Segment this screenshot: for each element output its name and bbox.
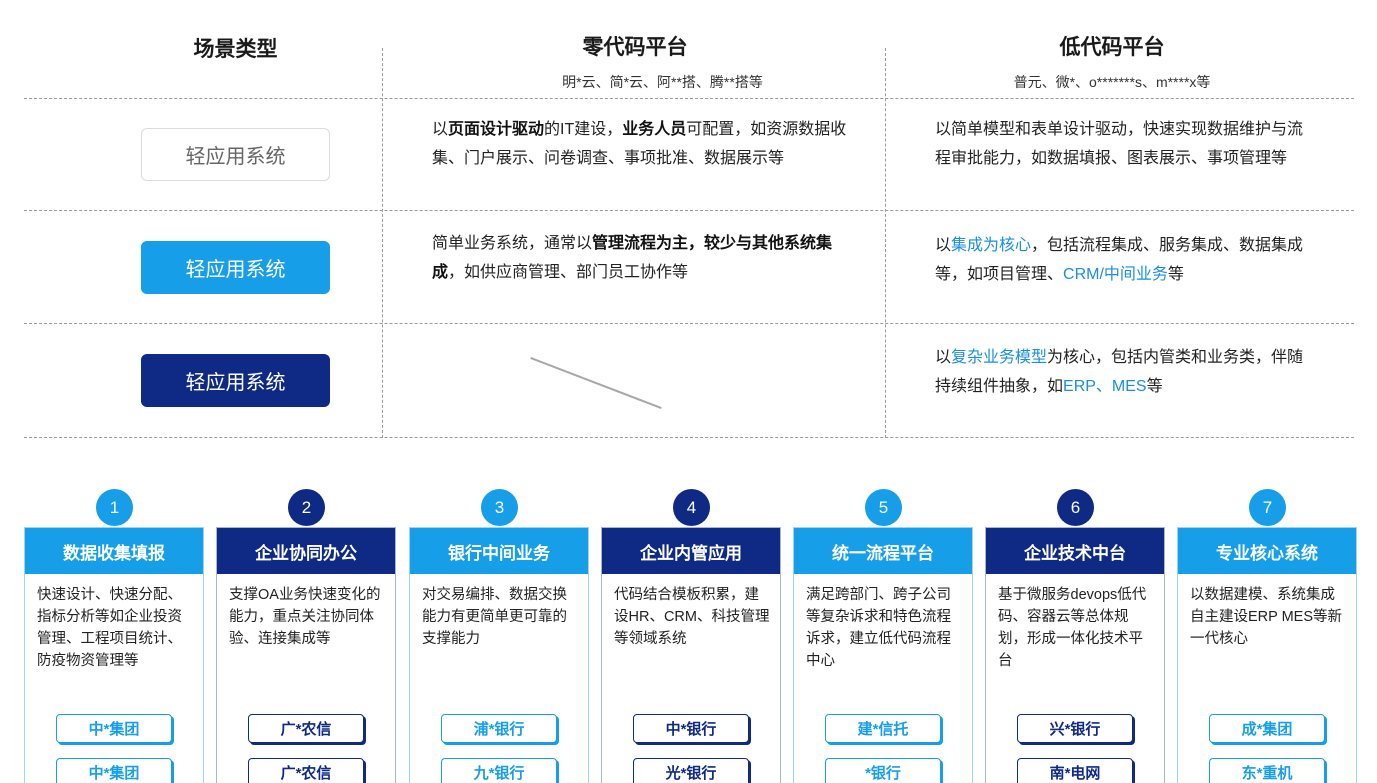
- row-divider: [24, 210, 1354, 211]
- scene-light-app-2: 轻应用系统: [141, 241, 330, 294]
- use-case-card: 数据收集填报快速设计、快速分配、指标分析等如企业投资管理、工程项目统计、防疫物资…: [24, 527, 204, 783]
- text-segment: ，如供应商管理、部门员工协作等: [448, 264, 689, 281]
- step-number-badge: 5: [865, 489, 902, 526]
- step-number-badge: 2: [288, 489, 325, 526]
- scene-light-app-1: 轻应用系统: [141, 128, 330, 181]
- text-segment: 等: [1167, 266, 1184, 283]
- row-divider: [24, 323, 1354, 324]
- text-segment: 为核心，包括内管类和业务类，伴随持续组件抽象，如: [935, 349, 1304, 395]
- client-tag: 中*集团: [56, 714, 172, 743]
- low-code-heading: 低代码平台: [1059, 36, 1165, 59]
- client-tag: 广*农信: [248, 758, 364, 783]
- use-case-card: 银行中间业务对交易编排、数据交换能力有更简单更可靠的支撑能力浦*银行九*银行: [409, 527, 589, 783]
- client-tag: 建*信托: [825, 714, 941, 743]
- text-segment: 以简单模型和表单设计驱动，快速实现数据维护与流程审批能力，如数据填报、图表展示、…: [935, 121, 1304, 167]
- row-divider: [24, 98, 1354, 99]
- card-description: 基于微服务devops低代码、容器云等总体规划，形成一体化技术平台: [998, 587, 1147, 669]
- use-case-card: 企业技术中台基于微服务devops低代码、容器云等总体规划，形成一体化技术平台兴…: [985, 527, 1165, 783]
- client-tag: 光*银行: [633, 758, 749, 783]
- step-number-badge: 1: [96, 489, 133, 526]
- text-segment: 可配置，如资源数据收集、门户展示、问卷调查、事项批准、数据展示等: [432, 121, 847, 167]
- card-title: 银行中间业务: [410, 528, 588, 574]
- step-number-badge: 3: [481, 489, 518, 526]
- zero-code-heading: 零代码平台: [582, 36, 688, 59]
- text-segment: 以: [935, 237, 952, 254]
- row1-zero-code-text: 以页面设计驱动的IT建设，业务人员可配置，如资源数据收集、门户展示、问卷调查、事…: [432, 115, 870, 173]
- client-tag: 南*电网: [1017, 758, 1133, 783]
- text-segment: 业务人员: [622, 121, 687, 138]
- client-tag: *银行: [825, 758, 941, 783]
- row3-low-code-text: 以复杂业务模型为核心，包括内管类和业务类，伴随持续组件抽象，如ERP、MES等: [935, 343, 1305, 401]
- scene-type-heading: 场景类型: [193, 38, 278, 61]
- card-description: 快速设计、快速分配、指标分析等如企业投资管理、工程项目统计、防疫物资管理等: [37, 587, 182, 669]
- row2-low-code-text: 以集成为核心，包括流程集成、服务集成、数据集成等，如项目管理、CRM/中间业务等: [935, 231, 1310, 289]
- card-title: 统一流程平台: [794, 528, 972, 574]
- zero-code-examples: 明*云、简*云、阿**搭、腾**搭等: [562, 74, 763, 90]
- row1-low-code-text: 以简单模型和表单设计驱动，快速实现数据维护与流程审批能力，如数据填报、图表展示、…: [935, 115, 1305, 173]
- text-segment: 页面设计驱动: [448, 121, 545, 138]
- use-case-card: 统一流程平台满足跨部门、跨子公司等复杂诉求和特色流程诉求，建立低代码流程中心建*…: [793, 527, 973, 783]
- not-applicable-slash: [530, 357, 662, 410]
- text-segment: 的IT建设，: [544, 121, 623, 138]
- column-divider: [382, 48, 383, 438]
- text-segment: 复杂业务模型: [951, 349, 1048, 366]
- client-tag: 东*重机: [1209, 758, 1325, 783]
- column-divider: [885, 48, 886, 438]
- step-number-badge: 4: [673, 489, 710, 526]
- text-segment: 简单业务系统，通常以: [432, 235, 593, 252]
- use-case-card: 企业协同办公支撑OA业务快速变化的能力，重点关注协同体验、连接集成等广*农信广*…: [216, 527, 396, 783]
- use-case-card: 专业核心系统以数据建模、系统集成自主建设ERP MES等新一代核心成*集团东*重…: [1177, 527, 1357, 783]
- text-segment: ，包括流程集成、服务集成、数据集成等，如项目管理、: [935, 237, 1304, 283]
- card-title: 数据收集填报: [25, 528, 203, 574]
- row-divider: [24, 437, 1354, 438]
- text-segment: 集成为核心: [951, 237, 1032, 254]
- text-segment: 以: [432, 121, 449, 138]
- client-tag: 成*集团: [1209, 714, 1325, 743]
- client-tag: 广*农信: [248, 714, 364, 743]
- card-title: 企业协同办公: [217, 528, 395, 574]
- card-description: 支撑OA业务快速变化的能力，重点关注协同体验、连接集成等: [229, 587, 381, 647]
- low-code-examples: 普元、微*、o*******s、m****x等: [1013, 74, 1211, 90]
- card-title: 企业内管应用: [602, 528, 780, 574]
- card-description: 代码结合模板积累，建设HR、CRM、科技管理等领域系统: [614, 587, 770, 647]
- step-number-badge: 7: [1249, 489, 1286, 526]
- card-title: 企业技术中台: [986, 528, 1164, 574]
- use-case-card: 企业内管应用代码结合模板积累，建设HR、CRM、科技管理等领域系统中*银行光*银…: [601, 527, 781, 783]
- client-tag: 兴*银行: [1017, 714, 1133, 743]
- text-segment: CRM/中间业务: [1063, 266, 1168, 283]
- card-description: 以数据建模、系统集成自主建设ERP MES等新一代核心: [1190, 587, 1343, 647]
- client-tag: 中*集团: [56, 758, 172, 783]
- card-description: 满足跨部门、跨子公司等复杂诉求和特色流程诉求，建立低代码流程中心: [806, 587, 951, 669]
- client-tag: 中*银行: [633, 714, 749, 743]
- text-segment: 以: [935, 349, 952, 366]
- step-number-badge: 6: [1057, 489, 1094, 526]
- client-tag: 浦*银行: [441, 714, 557, 743]
- client-tag: 九*银行: [441, 758, 557, 783]
- text-segment: 管理流程为主，较少与其他系统集成: [432, 235, 833, 281]
- row2-zero-code-text: 简单业务系统，通常以管理流程为主，较少与其他系统集成，如供应商管理、部门员工协作…: [432, 229, 857, 287]
- scene-light-app-3: 轻应用系统: [141, 354, 330, 407]
- text-segment: ERP、MES: [1063, 378, 1147, 395]
- card-title: 专业核心系统: [1178, 528, 1356, 574]
- text-segment: 等: [1146, 378, 1163, 395]
- card-description: 对交易编排、数据交换能力有更简单更可靠的支撑能力: [422, 587, 567, 647]
